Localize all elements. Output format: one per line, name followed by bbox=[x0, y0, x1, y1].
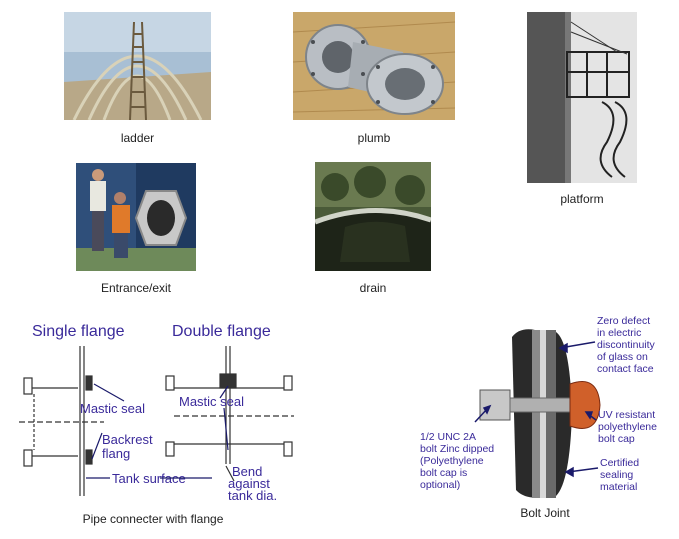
zero-defect-line-5: contact face bbox=[597, 363, 654, 375]
single-flange-title: Single flange bbox=[32, 323, 125, 340]
backrest-label-2: flang bbox=[102, 446, 130, 461]
pipe-caption: Pipe connecter with flange bbox=[82, 512, 224, 526]
plumb-caption: plumb bbox=[357, 131, 391, 145]
pipe-flange-diagram: Single flange Double flange bbox=[14, 316, 304, 508]
certified-line-3: material bbox=[600, 481, 637, 493]
double-flange-title: Double flange bbox=[172, 323, 271, 340]
zero-defect-line-1: Zero defect bbox=[597, 315, 650, 327]
tank-surface-label: Tank surface bbox=[112, 471, 186, 486]
bend-label-2: against bbox=[228, 476, 270, 491]
ladder-photo bbox=[64, 12, 211, 120]
bolt-caption: Bolt Joint bbox=[520, 506, 570, 520]
unc-line-3: (Polyethylene bbox=[420, 455, 484, 467]
platform-photo bbox=[527, 12, 637, 183]
zero-defect-line-3: discontinuity bbox=[597, 339, 656, 351]
uv-line-3: bolt cap bbox=[598, 433, 635, 445]
mastic-seal-label-2: Mastic seal bbox=[179, 394, 244, 409]
certified-line-2: sealing bbox=[600, 469, 633, 481]
platform-caption: platform bbox=[560, 192, 604, 206]
certified-line-1: Certified bbox=[600, 457, 639, 469]
unc-line-5: optional) bbox=[420, 479, 460, 491]
ladder-caption: ladder bbox=[120, 131, 155, 145]
plumb-photo bbox=[293, 12, 455, 120]
backrest-label-1: Backrest bbox=[102, 432, 153, 447]
uv-line-2: polyethylene bbox=[598, 421, 657, 433]
drain-caption: drain bbox=[359, 281, 387, 295]
entrance-photo bbox=[76, 163, 196, 271]
uv-line-1: UV resistant bbox=[598, 409, 655, 421]
entrance-caption: Entrance/exit bbox=[100, 281, 172, 295]
drain-photo bbox=[315, 162, 431, 271]
unc-line-4: bolt cap is bbox=[420, 467, 467, 479]
bend-label-3: tank dia. bbox=[228, 488, 277, 503]
bend-label-1: Bend bbox=[232, 464, 262, 479]
zero-defect-line-4: of glass on bbox=[597, 351, 648, 363]
bolt-joint-diagram: Zero defect in electric discontinuity of… bbox=[420, 312, 675, 504]
zero-defect-line-2: in electric bbox=[597, 327, 641, 339]
unc-line-2: bolt Zinc dipped bbox=[420, 443, 494, 455]
mastic-seal-label-1: Mastic seal bbox=[80, 401, 145, 416]
unc-line-1: 1/2 UNC 2A bbox=[420, 431, 476, 443]
